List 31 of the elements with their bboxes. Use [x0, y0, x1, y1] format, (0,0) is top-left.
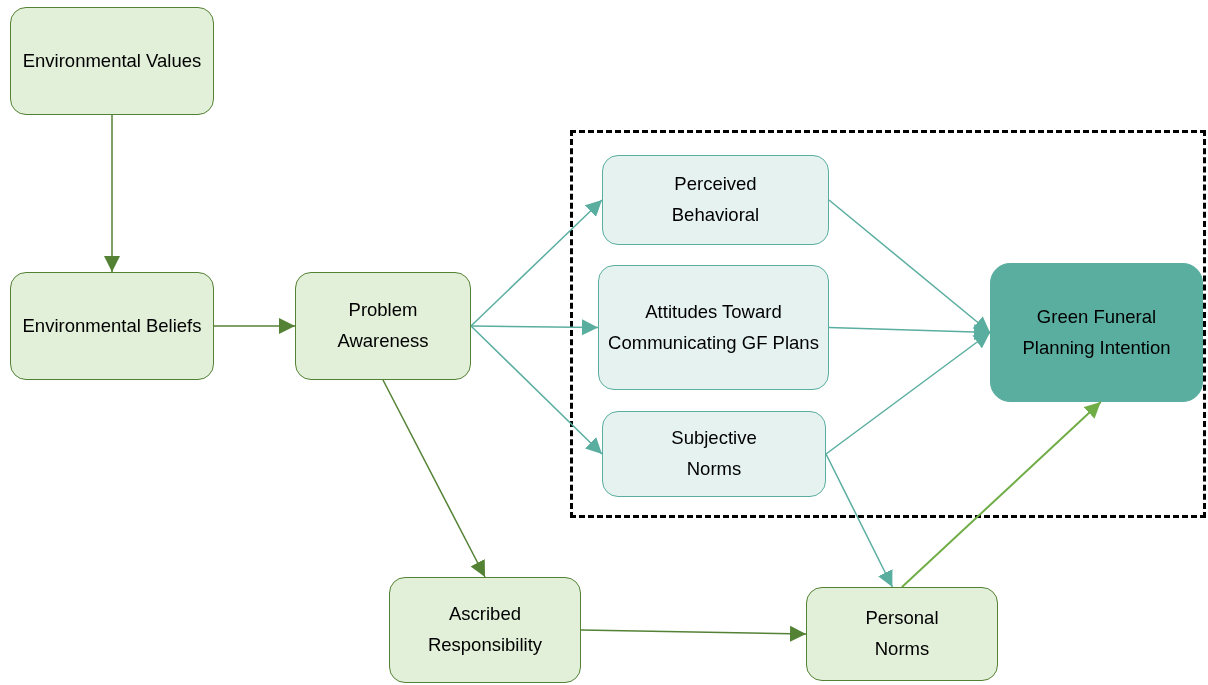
- construct-label: Personal Norms: [864, 606, 940, 661]
- construct-label: Environmental Beliefs: [22, 313, 202, 338]
- construct-box: [10, 7, 214, 115]
- arrow: [470, 325, 603, 455]
- construct-label: Problem Awareness: [336, 298, 430, 353]
- construct-label: Subjective Norms: [670, 426, 758, 481]
- construct-box: [598, 265, 829, 390]
- arrow: [470, 319, 599, 336]
- construct-box: [602, 155, 829, 245]
- arrow: [213, 318, 296, 334]
- outcome-box: [990, 263, 1203, 402]
- arrow: [104, 114, 120, 273]
- construct-box: [295, 272, 471, 380]
- construct-label: Green Funeral Planning Intention: [1021, 305, 1172, 360]
- construct-label: Ascribed Responsibility: [426, 602, 544, 657]
- arrow: [828, 324, 991, 340]
- arrow: [825, 331, 991, 455]
- construct-box: [10, 272, 214, 380]
- construct-label: Perceived Behavioral: [670, 172, 761, 227]
- construct-box: [389, 577, 581, 683]
- arrow: [828, 199, 991, 334]
- arrow: [825, 453, 894, 588]
- arrow: [382, 379, 486, 578]
- arrow: [580, 625, 807, 642]
- dashed-group-frame: [570, 130, 1206, 518]
- construct-label: Attitudes Toward Communicating GF Plans: [607, 300, 820, 355]
- arrow: [470, 199, 603, 327]
- construct-box: [806, 587, 998, 681]
- construct-box: [602, 411, 826, 497]
- construct-label: Environmental Values: [22, 48, 202, 73]
- arrow: [901, 401, 1102, 588]
